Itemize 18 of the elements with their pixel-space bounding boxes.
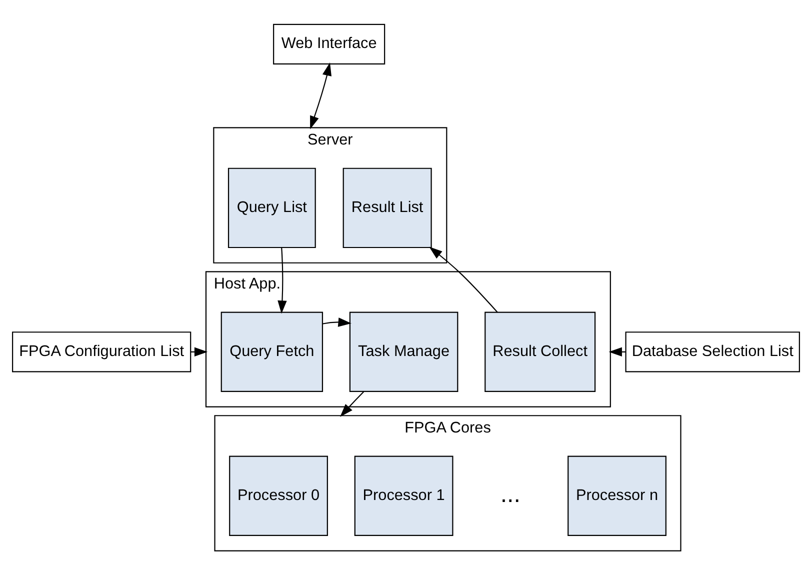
node-box: Processor 1 xyxy=(354,455,454,536)
node-box: Query List xyxy=(228,167,316,248)
arrow xyxy=(278,247,287,314)
label: ... xyxy=(500,480,520,508)
node-box: Processor n xyxy=(568,455,666,536)
node-box: Database Selection List xyxy=(625,331,800,372)
arrow xyxy=(310,62,332,129)
arrow xyxy=(429,246,498,312)
node-box: FPGA Configuration List xyxy=(12,331,192,372)
node-box: Processor 0 xyxy=(229,455,328,536)
arrow xyxy=(340,390,364,416)
arrow xyxy=(322,317,352,326)
node-box: Web Interface xyxy=(273,23,386,64)
node-box: Result List xyxy=(342,167,432,248)
node-box: Task Manage xyxy=(349,311,458,392)
node-box: Result Collect xyxy=(484,311,596,392)
arrow xyxy=(190,346,208,356)
node-box: Query Fetch xyxy=(220,311,324,392)
